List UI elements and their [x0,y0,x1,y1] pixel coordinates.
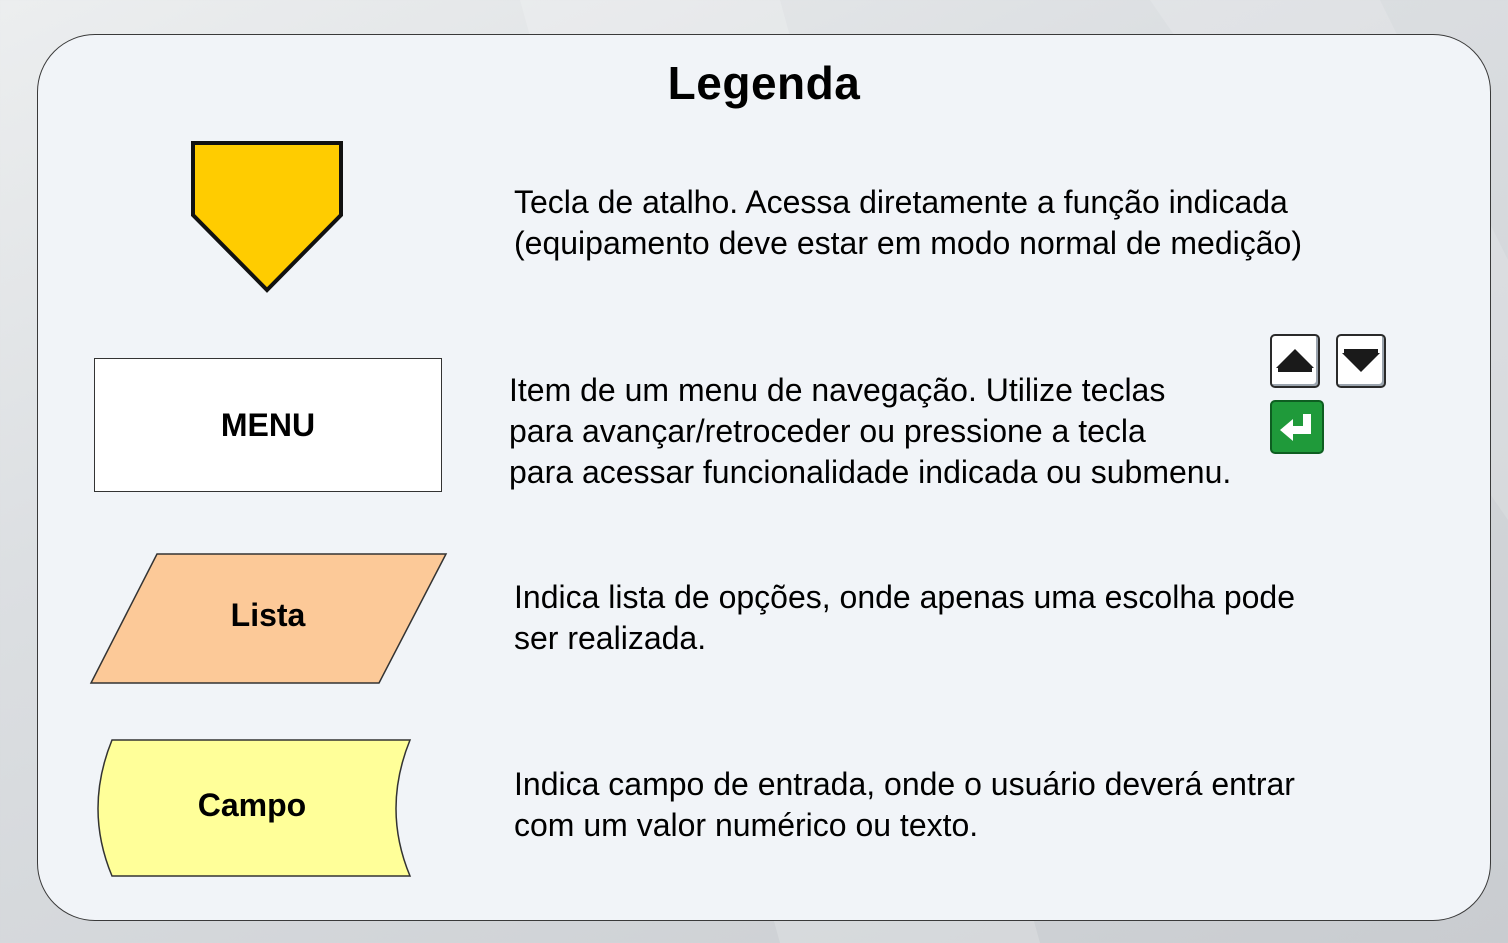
shortcut-key-description: Tecla de atalho. Acessa diretamente a fu… [514,182,1302,264]
legend-title: Legenda [667,57,861,109]
menu-item-description: Item de um menu de navegação. Utilize te… [509,370,1231,493]
field-label: Campo [197,787,307,823]
enter-key-icon [1270,400,1324,454]
field-description: Indica campo de entrada, onde o usuário … [514,764,1295,846]
list-description-line: Indica lista de opções, onde apenas uma … [514,579,1295,615]
arrow-up-key-icon [1270,334,1320,388]
shortcut-key-shape [191,141,343,293]
list-description-line: ser realizada. [514,620,707,656]
shortcut-key-description-line: (equipamento deve estar em modo normal d… [514,225,1302,261]
menu-item-description-line: para acessar funcionalidade indicada ou … [509,454,1232,490]
field-description-line: com um valor numérico ou texto. [514,807,979,843]
menu-item-description-line: Item de um menu de navegação. Utilize te… [509,372,1166,408]
field-description-line: Indica campo de entrada, onde o usuário … [514,766,1295,802]
list-shape [89,553,448,684]
shortcut-key-description-line: Tecla de atalho. Acessa diretamente a fu… [514,184,1288,220]
list-description: Indica lista de opções, onde apenas uma … [514,577,1295,659]
field-shape [97,739,412,877]
list-label: Lista [230,597,306,633]
menu-item-description-line: para avançar/retroceder ou pressione a t… [509,413,1146,449]
arrow-down-key-icon [1336,334,1386,388]
menu-item-label: MENU [220,406,316,443]
menu-item-shape: MENU [94,358,442,492]
